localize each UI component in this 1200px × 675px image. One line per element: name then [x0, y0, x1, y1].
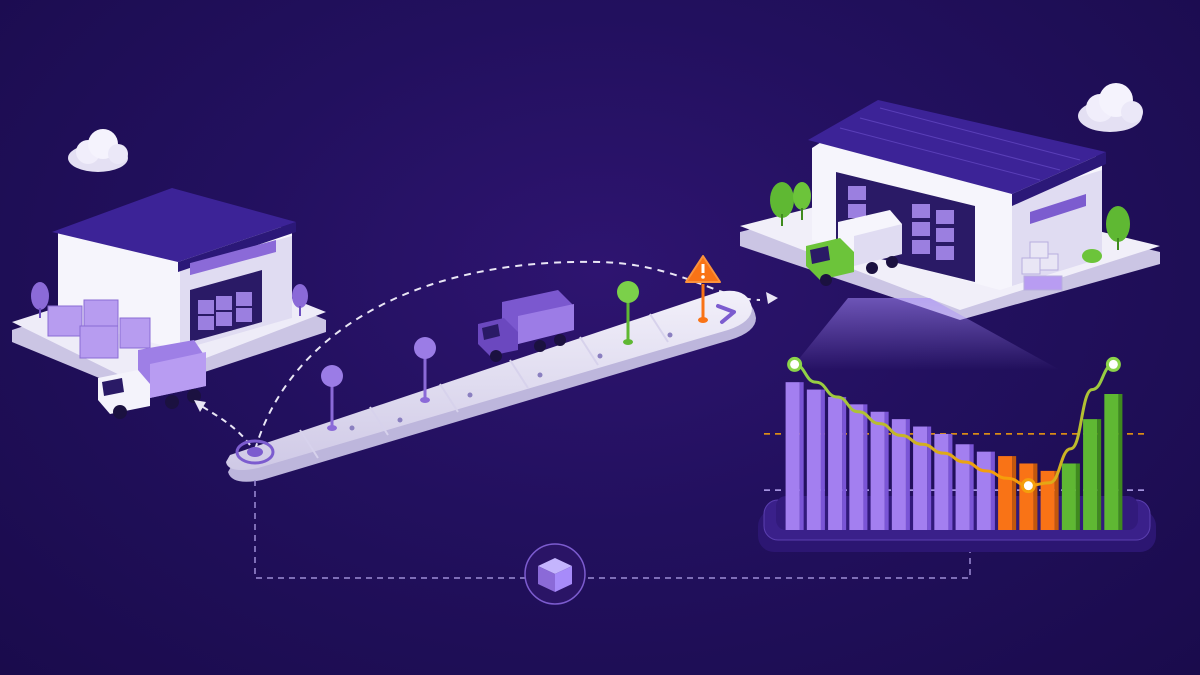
chart-bar	[1061, 463, 1076, 530]
chart-bar	[934, 433, 949, 530]
truck-icon	[98, 340, 206, 419]
start-marker	[235, 439, 275, 465]
bar-side	[1012, 456, 1017, 530]
truck-icon	[806, 210, 902, 286]
chart-bar	[1040, 470, 1055, 530]
bar-side	[1033, 463, 1038, 530]
origin-warehouse	[12, 188, 326, 394]
trend-point	[1020, 478, 1036, 494]
cloud-icon	[1078, 83, 1143, 132]
bar-side	[990, 451, 995, 530]
warning-icon	[685, 255, 721, 323]
chart-bar	[955, 444, 970, 530]
chart-bar	[976, 451, 991, 530]
route-arc	[254, 260, 761, 451]
bar-side	[863, 404, 868, 530]
chart-bar	[998, 456, 1013, 530]
chart-bar	[806, 389, 821, 530]
map-pin-icon	[414, 337, 436, 403]
bar-side	[1075, 463, 1080, 530]
return-route	[588, 552, 971, 579]
bar-side	[1097, 419, 1102, 530]
chart-bar	[1019, 463, 1034, 530]
trend-point	[787, 356, 803, 372]
tree-icon	[793, 182, 811, 220]
chart-bar	[785, 382, 800, 530]
bar-side	[799, 382, 804, 530]
bar-side	[927, 426, 932, 530]
destination-warehouse	[740, 100, 1160, 320]
package-icon	[524, 543, 586, 605]
chart-bar	[1104, 394, 1119, 530]
trend-line	[794, 362, 1114, 488]
trend-point	[1105, 356, 1121, 372]
trend-chart	[764, 356, 1144, 530]
tree-icon	[1082, 206, 1130, 263]
bar-side	[820, 389, 825, 530]
projection-beam	[790, 298, 1060, 370]
chart-bar	[870, 411, 885, 530]
bar-side	[969, 444, 974, 530]
road	[226, 290, 756, 482]
map-pin-icon	[321, 365, 343, 431]
chart-bar	[828, 396, 843, 530]
truck-icon	[478, 290, 574, 362]
bar-side	[948, 433, 953, 530]
chart-bar	[913, 426, 928, 530]
tree-icon	[31, 282, 49, 318]
bar-side	[1118, 394, 1123, 530]
chart-bar	[891, 419, 906, 530]
chart-bar	[1083, 419, 1098, 530]
chart-bar	[849, 404, 864, 530]
bar-side	[905, 419, 910, 530]
cloud-icon	[68, 129, 128, 172]
route-link	[199, 404, 251, 446]
map-pin-icon	[617, 281, 639, 345]
bar-side	[884, 411, 889, 530]
chevron-right-icon	[716, 304, 736, 324]
bar-side	[1054, 470, 1059, 530]
bar-side	[842, 396, 847, 530]
return-route	[254, 480, 532, 579]
tree-icon	[292, 284, 308, 316]
tree-icon	[770, 182, 794, 226]
